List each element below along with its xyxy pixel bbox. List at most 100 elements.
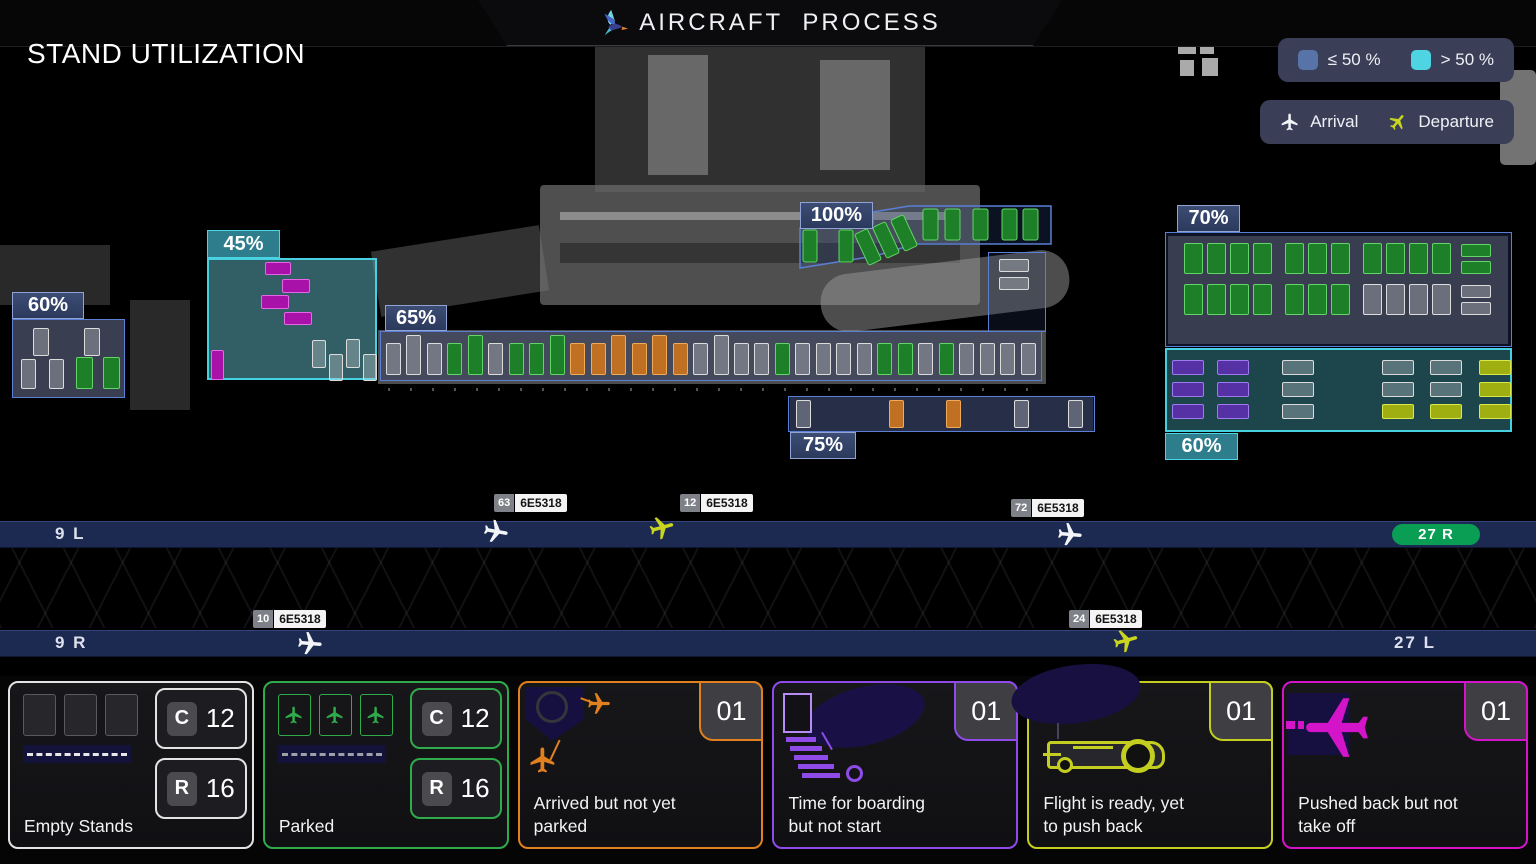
status-card-ready-to-pushback[interactable]: 01 Flight is ready, yet to push back — [1007, 656, 1274, 849]
aircraft-stand — [488, 343, 504, 375]
flight-tag[interactable]: 63 6E5318 — [494, 494, 567, 512]
flight-number: 6E5318 — [701, 494, 753, 512]
aircraft-stand — [774, 343, 790, 375]
aircraft-stand — [1386, 284, 1405, 315]
aircraft-stand — [1285, 284, 1304, 315]
stand-number: 12 — [680, 494, 701, 512]
arrival-plane-marker[interactable] — [1055, 520, 1085, 550]
departure-plane-marker[interactable] — [1109, 624, 1143, 658]
aircraft-stand — [590, 343, 606, 375]
aircraft-stand — [1184, 284, 1203, 315]
zone-south-utilization-badge: 75% — [790, 432, 856, 459]
aircraft-stand — [1217, 382, 1249, 397]
arrival-plane-marker[interactable] — [295, 629, 325, 659]
aircraft-stand — [889, 400, 904, 428]
aircraft-stand — [426, 343, 442, 375]
aircraft-stand — [733, 343, 749, 375]
flight-tag[interactable]: 72 6E5318 — [1011, 499, 1084, 517]
ready-to-pushback-icon — [1007, 656, 1199, 788]
concourse-shape — [595, 42, 925, 192]
count-key: C — [421, 701, 452, 736]
count-box-r: R 16 — [409, 758, 502, 819]
aircraft-stand — [1207, 284, 1226, 315]
zone-east-south-utilization-badge: 60% — [1165, 433, 1238, 460]
aircraft-stand — [1461, 244, 1491, 257]
arrival-plane-marker[interactable] — [480, 516, 512, 548]
app-logo-bird-icon — [604, 9, 629, 35]
count-box-c: C 12 — [409, 688, 502, 749]
top-bar: AIRCRAFT PROCESS — [0, 0, 1536, 47]
aircraft-stand — [49, 359, 64, 389]
flight-number: 6E5318 — [1032, 499, 1084, 517]
count-key: R — [421, 771, 452, 806]
count-badge: 01 — [1209, 681, 1274, 741]
aircraft-stand — [713, 335, 729, 375]
aircraft-stand — [1430, 404, 1462, 419]
aircraft-stand — [33, 328, 49, 356]
aircraft-stand — [877, 343, 893, 375]
aircraft-stand — [897, 343, 913, 375]
aircraft-stand — [1253, 284, 1272, 315]
aircraft-stand — [1230, 243, 1249, 274]
status-card-parked[interactable]: C 12 R 16 Parked — [262, 681, 509, 849]
boarding-not-started-icon — [774, 673, 944, 788]
aircraft-stand — [1184, 243, 1203, 274]
arrival-plane-icon — [1280, 112, 1300, 132]
aircraft-stand — [84, 328, 100, 356]
zone-west-utilization-badge: 60% — [12, 292, 84, 319]
zone-west-apron[interactable] — [12, 319, 125, 398]
aircraft-stand — [946, 400, 961, 428]
zone-south-apron[interactable] — [788, 396, 1095, 432]
parked-icon — [265, 683, 435, 788]
stand-number: 63 — [494, 494, 515, 512]
aircraft-stand — [1020, 343, 1036, 375]
aircraft-stand — [1430, 360, 1462, 375]
aircraft-stand — [1461, 261, 1491, 274]
flight-tag[interactable]: 12 6E5318 — [680, 494, 753, 512]
runway-badge-27r: 27 R — [1392, 524, 1480, 545]
status-card-empty-stands[interactable]: C 12 R 16 Empty Stands — [8, 681, 254, 849]
aircraft-stand — [1331, 284, 1350, 315]
status-card-arrived-not-parked[interactable]: 01 Arrived but not yet parked — [517, 681, 764, 849]
zone-east-pier-box[interactable] — [988, 252, 1046, 332]
card-label: Empty Stands — [24, 815, 133, 836]
zone-central-pier[interactable] — [380, 331, 1042, 381]
aircraft-stand — [1479, 360, 1511, 375]
status-card-pushed-back-not-takeoff[interactable]: 01 Pushed back but not take off — [1282, 681, 1528, 849]
flight-tag[interactable]: 10 6E5318 — [253, 610, 326, 628]
aircraft-stand — [836, 343, 852, 375]
aircraft-stand — [284, 312, 312, 325]
status-card-boarding-not-started[interactable]: 01 Time for boarding but not start — [772, 673, 1019, 849]
card-label: Pushed back but not take off — [1298, 793, 1458, 836]
flight-number: 6E5318 — [1090, 610, 1142, 628]
count-value: 16 — [205, 773, 235, 803]
aircraft-stand — [1432, 284, 1451, 315]
aircraft-stand — [261, 295, 289, 309]
flight-number: 6E5318 — [274, 610, 326, 628]
arrived-not-parked-icon — [520, 683, 690, 788]
high-utilization-swatch — [1410, 50, 1431, 70]
app-title: AIRCRAFT PROCESS — [639, 8, 941, 36]
zone-northwest-apron[interactable] — [207, 258, 377, 381]
count-box-c: C 12 — [154, 688, 247, 749]
legend-label: ≤ 50 % — [1327, 50, 1381, 69]
aircraft-stand — [1386, 243, 1405, 274]
aircraft-stand — [1282, 360, 1314, 375]
zone-north-pier[interactable] — [795, 198, 1053, 310]
aircraft-stand — [329, 354, 343, 381]
aircraft-stand — [1430, 382, 1462, 397]
aircraft-stand — [1285, 243, 1304, 274]
aircraft-stand — [406, 335, 422, 375]
movement-legend: Arrival Departure — [1260, 100, 1514, 144]
app-header: AIRCRAFT PROCESS — [478, 0, 1062, 46]
aircraft-stand — [938, 343, 954, 375]
flight-tag[interactable]: 24 6E5318 — [1069, 610, 1142, 628]
aircraft-stand — [672, 343, 688, 375]
zone-east-apron-south[interactable] — [1165, 348, 1512, 432]
aircraft-stand — [1382, 404, 1414, 419]
aircraft-stand — [1308, 243, 1327, 274]
aircraft-stand — [979, 343, 995, 375]
aircraft-stand — [1000, 343, 1016, 375]
departure-plane-marker[interactable] — [645, 511, 679, 545]
zone-east-apron-north[interactable] — [1165, 232, 1512, 347]
